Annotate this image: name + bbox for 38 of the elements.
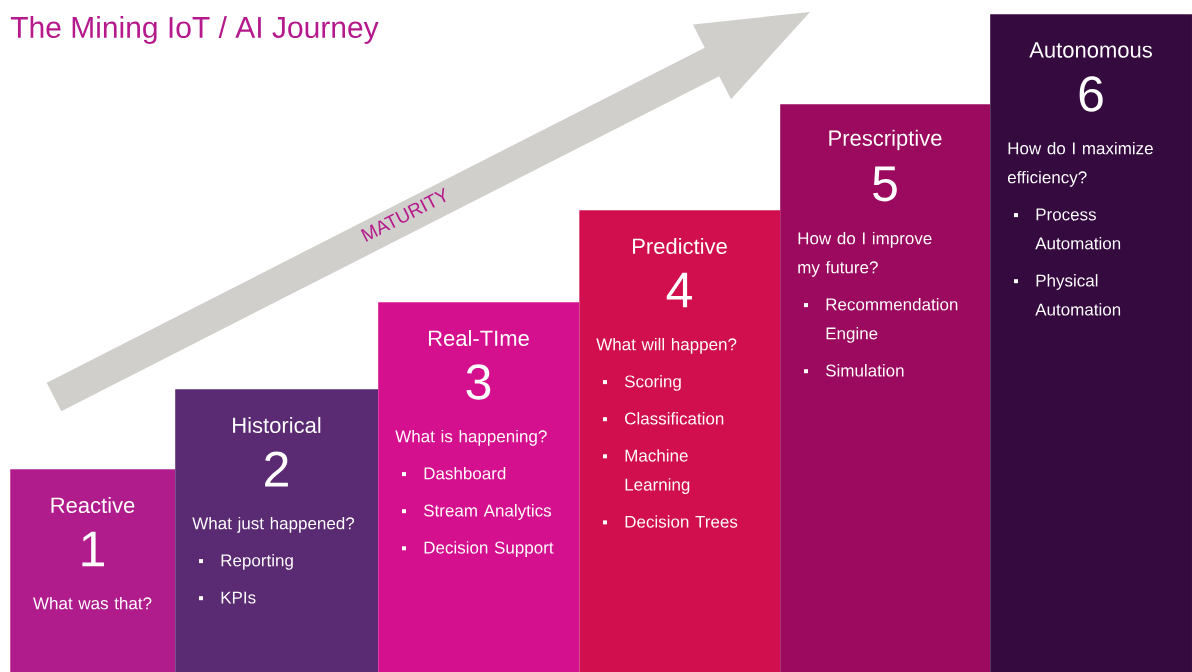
- question-text: How do I maximize efficiency?: [1007, 141, 1153, 187]
- question-text: What will happen?: [596, 337, 737, 354]
- stage-title: Real-TIme: [428, 329, 529, 347]
- bullet-item: Dashboard: [402, 467, 506, 480]
- bullet-item: Decision Support: [402, 541, 554, 557]
- stage-column: [175, 389, 379, 672]
- stage-title: Autonomous: [1029, 42, 1152, 58]
- bullet-item: Machine Learning: [603, 449, 690, 494]
- bullet-item: KPIs: [199, 591, 256, 604]
- bullet-item: Reporting: [199, 554, 293, 570]
- bullet-item: Simulation: [804, 364, 904, 377]
- stage-title: Prescriptive: [829, 129, 942, 151]
- stage-number: 2: [265, 451, 288, 487]
- stage-column: [10, 469, 176, 672]
- bullet-item: Recommendation Engine: [804, 298, 958, 343]
- stage-number: 4: [666, 272, 692, 308]
- stage-number: 5: [873, 166, 897, 202]
- bullet-item: Stream Analytics: [402, 504, 552, 520]
- question-text: How do I improve my future?: [798, 231, 932, 277]
- stage-column: [579, 210, 781, 672]
- stage-column: [780, 104, 991, 672]
- question-text: What is happening?: [395, 429, 547, 446]
- bullet-item: Physical Automation: [1014, 274, 1121, 316]
- title: The Mining IoT / AI Journey: [10, 16, 379, 44]
- bullet-item: Scoring: [603, 375, 681, 391]
- stage-title: Predictive: [633, 237, 727, 255]
- question-text: What just happened?: [192, 516, 355, 533]
- stage-title: Historical: [233, 416, 321, 434]
- stage-number: 1: [82, 531, 104, 567]
- bullet-item: Classification: [603, 412, 724, 425]
- stage-number: 6: [1079, 76, 1103, 112]
- bullet-item: Process Automation: [1014, 208, 1121, 250]
- stage-number: 3: [466, 364, 491, 400]
- stage-title: Reactive: [51, 496, 135, 514]
- stage-column: [990, 14, 1192, 672]
- stage-column: [378, 302, 580, 672]
- question-text: What was that?: [33, 596, 152, 610]
- bullet-item: Decision Trees: [603, 515, 738, 528]
